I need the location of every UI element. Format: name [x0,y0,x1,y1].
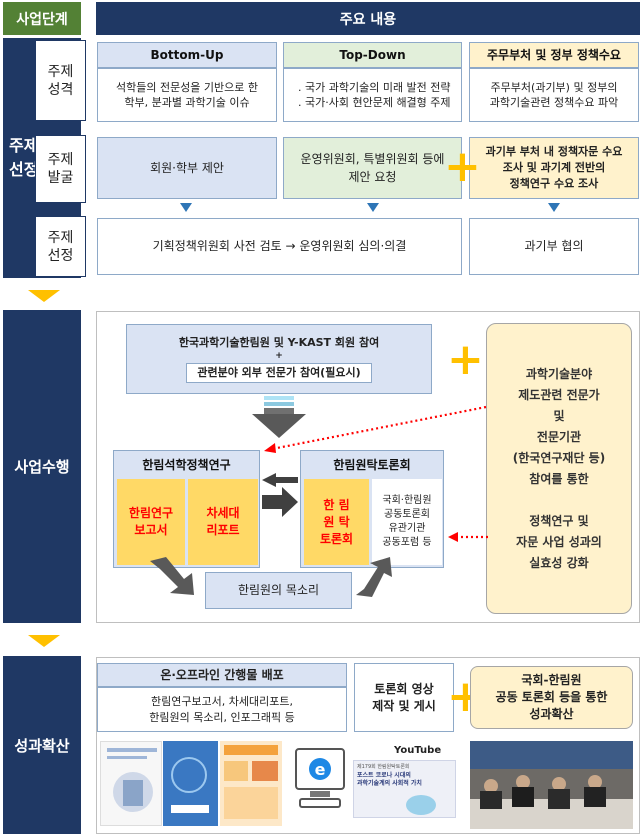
publication-title: 온·오프라인 간행물 배포 [97,663,347,687]
arrow-down-icon [548,203,560,212]
youtube-logo: YouTube [394,744,442,756]
joint-debate-box: 국회-한림원 공동 토론회 등을 통한 성과확산 [470,666,633,729]
top-down-header: Top-Down [283,42,462,68]
down-arrow-icon [252,396,306,438]
video-thumbnail-caption: 포스트 코로나 시대의 과학기술계의 사회적 가치 [357,772,422,787]
debate-photo [470,741,633,829]
expert-participation-box: 과학기술분야 제도관련 전문가 및 전문기관 (한국연구재단 등) 참여를 통한… [486,323,632,614]
report-cover-image [100,741,162,826]
voice-box: 한림원의 목소리 [205,572,352,609]
arrow-down-icon [367,203,379,212]
ministry-discovery: 과기부 부처 내 정책자문 수요 조사 및 과기계 전반의 정책연구 수요 조사 [469,137,639,199]
bottom-up-nature: 석학들의 전문성을 기반으로 한 학부, 분과별 과학기술 이슈 [97,68,277,122]
ministry-nature: 주무부처(과기부) 및 정부의 과학기술관련 정책수요 파악 [469,68,639,122]
top-down-discovery: 운영위원회, 특별위원회 등에 제안 요청 [283,137,462,199]
chevron-down-icon [28,290,60,302]
curved-arrow-icon [150,557,194,595]
plus-icon-execution: + [447,334,484,385]
svg-text:e: e [315,760,326,779]
selection-process: 기획정책위원회 사전 검토 → 운영위원회 심의·의결 [97,218,462,275]
participation-box: 한국과학기술한림원 및 Y-KAST 회원 참여 + 관련분야 외부 전문가 참… [126,324,432,394]
dotted-arrow-icon [448,532,488,542]
research-report-item: 한림연구 보고서 [117,479,185,565]
infographic-image [220,741,282,826]
stage-topic-label: 주제 선정 [9,136,39,179]
roundtable-item: 한 림 원 탁 토론회 [304,479,369,565]
external-experts-box: 관련분야 외부 전문가 참여(필요시) [186,363,372,383]
video-thumbnail: 제179회 한림원탁토론회 포스트 코로나 시대의 과학기술계의 사회적 가치 [353,760,456,818]
newsletter-cover-image [163,741,218,826]
debate-box: 한림원탁토론회 한 림 원 탁 토론회 국회·한림원 공동토론회 유관기관 공동… [300,450,444,568]
top-down-nature: . 국가 과학기술의 미래 발전 전략 . 국가·사회 현안문제 해결형 주제 [283,68,462,122]
row-label-discovery: 주제 발굴 [35,135,86,203]
video-thumbnail-tag: 제179회 한림원탁토론회 [357,764,410,770]
row-label-selection: 주제 선정 [35,216,86,277]
right-arrow-icon [262,487,298,517]
content-column-header: 주요 내용 [96,2,640,35]
left-arrow-icon [262,473,298,487]
plus-icon-discovery: + [444,141,481,192]
bottom-up-header: Bottom-Up [97,42,277,68]
ministry-header: 주무부처 및 정부 정책수요 [469,42,639,68]
policy-research-title: 한림석학정책연구 [142,457,231,472]
policy-research-box: 한림석학정책연구 한림연구 보고서 차세대 리포트 [113,450,260,568]
chevron-down-icon [28,635,60,647]
bottom-up-discovery: 회원·학부 제안 [97,137,277,199]
video-box: 토론회 영상 제작 및 게시 [354,663,454,732]
dotted-arrow-icon [264,405,487,453]
next-gen-report-item: 차세대 리포트 [188,479,258,565]
publication-body: 한림연구보고서, 차세대리포트, 한림원의 목소리, 인포그래픽 등 [97,687,347,732]
joint-forum-item: 국회·한림원 공동토론회 유관기관 공동포럼 등 [372,479,442,565]
selection-ministry: 과기부 협의 [469,218,639,275]
computer-icon: e [295,748,345,808]
debate-title: 한림원탁토론회 [333,457,411,472]
stage-diffusion: 성과확산 [3,656,81,834]
stage-column-header: 사업단계 [3,2,81,35]
row-label-nature: 주제 성격 [35,40,86,121]
stage-execution: 사업수행 [3,310,81,623]
arrow-down-icon [180,203,192,212]
curved-arrow-icon [356,557,392,597]
